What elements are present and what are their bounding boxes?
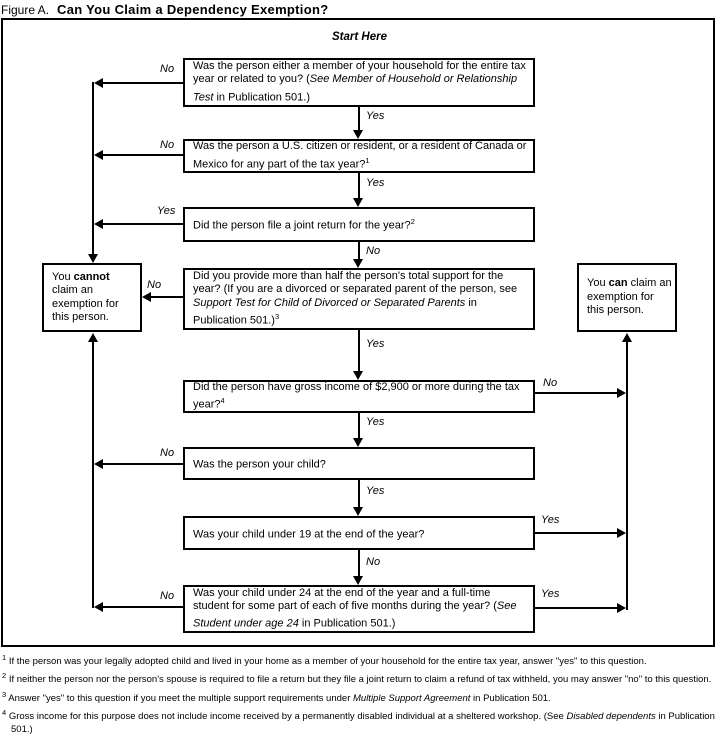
left-rail-lower-arrowhead	[88, 333, 98, 342]
edge-q7-yes-arrowhead	[617, 528, 626, 538]
edge-label-q1-yes: Yes	[366, 110, 385, 122]
left-rail-lower-line	[92, 342, 94, 608]
edge-label-q4-yes: Yes	[366, 338, 385, 350]
question-half-support: Did you provide more than half the perso…	[183, 268, 535, 330]
footnote-1: 1 If the person was your legally adopted…	[2, 653, 647, 668]
edge-label-q7-no: No	[366, 556, 381, 568]
edge-q6-no-line	[103, 463, 183, 465]
edge-q6-yes-arrowhead	[353, 507, 363, 516]
edge-q7-yes-line	[535, 532, 617, 534]
edge-q5-yes-line	[358, 413, 360, 439]
edge-q4-no-line	[151, 296, 183, 298]
edge-label-q8-yes: Yes	[541, 588, 560, 600]
footnote-4: 4 Gross income for this purpose does not…	[2, 708, 715, 736]
footnote-2: 2 If neither the person nor the person's…	[2, 671, 712, 686]
question-gross-income: Did the person have gross income of $2,9…	[183, 380, 535, 413]
edge-label-q8-no: No	[160, 590, 175, 602]
figure-title: Figure A. Can You Claim a Dependency Exem…	[1, 1, 328, 19]
edge-q5-no-arrowhead	[617, 388, 626, 398]
edge-label-q4-no: No	[147, 279, 162, 291]
question-citizen-resident: Was the person a U.S. citizen or residen…	[183, 139, 535, 173]
edge-q8-no-line	[103, 606, 183, 608]
right-rail-arrowhead	[622, 333, 632, 342]
question-under-19: Was your child under 19 at the end of th…	[183, 516, 535, 550]
flowchart-frame	[1, 18, 715, 647]
edge-label-q1-no: No	[160, 63, 175, 75]
edge-q3-no-line	[358, 242, 360, 260]
left-rail-upper-arrowhead	[88, 254, 98, 263]
result-can-claim: You can claim an exemption for this pers…	[577, 263, 677, 332]
footnote-3: 3 Answer "yes" to this question if you m…	[2, 689, 551, 704]
edge-q8-yes-line	[535, 607, 617, 609]
edge-q5-no-line	[535, 392, 617, 394]
edge-label-q6-yes: Yes	[366, 485, 385, 497]
result-cannot-claim: You cannot claim an exemption for this p…	[42, 263, 142, 332]
edge-q2-yes-arrowhead	[353, 198, 363, 207]
edge-q4-yes-line	[358, 330, 360, 372]
edge-label-q5-yes: Yes	[366, 416, 385, 428]
edge-q7-no-arrowhead	[353, 576, 363, 585]
question-your-child: Was the person your child?	[183, 447, 535, 480]
edge-q3-yes-line	[103, 223, 183, 225]
footnotes: 1 If the person was your legally adopted…	[2, 651, 715, 738]
edge-q5-yes-arrowhead	[353, 438, 363, 447]
edge-q2-no-arrowhead	[94, 150, 103, 160]
edge-q2-no-line	[103, 154, 183, 156]
edge-label-q3-no: No	[366, 245, 381, 257]
edge-label-q2-no: No	[160, 139, 175, 151]
edge-label-q3-yes: Yes	[157, 205, 176, 217]
question-joint-return: Did the person file a joint return for t…	[183, 207, 535, 242]
edge-q1-no-arrowhead	[94, 78, 103, 88]
edge-q3-yes-arrowhead	[94, 219, 103, 229]
start-here-label: Start Here	[332, 31, 387, 43]
edge-label-q2-yes: Yes	[366, 177, 385, 189]
figure-title-text: Can You Claim a Dependency Exemption?	[57, 2, 329, 17]
edge-q6-no-arrowhead	[94, 459, 103, 469]
question-household-member: Was the person either a member of your h…	[183, 58, 535, 107]
edge-q8-no-arrowhead	[94, 602, 103, 612]
figure-label: Figure A.	[1, 3, 50, 17]
edge-q1-yes-arrowhead	[353, 130, 363, 139]
question-under-24-student: Was your child under 24 at the end of th…	[183, 585, 535, 633]
edge-q4-yes-arrowhead	[353, 371, 363, 380]
edge-q1-yes-line	[358, 107, 360, 131]
edge-label-q6-no: No	[160, 447, 175, 459]
edge-q2-yes-line	[358, 173, 360, 199]
left-rail-upper-line	[92, 82, 94, 254]
edge-q7-no-line	[358, 550, 360, 577]
edge-q3-no-arrowhead	[353, 259, 363, 268]
edge-q6-yes-line	[358, 480, 360, 508]
edge-q1-no-line	[103, 82, 183, 84]
right-rail-line	[626, 342, 628, 610]
edge-label-q7-yes: Yes	[541, 514, 560, 526]
edge-q8-yes-arrowhead	[617, 603, 626, 613]
edge-label-q5-no: No	[543, 377, 558, 389]
edge-q4-no-arrowhead	[142, 292, 151, 302]
